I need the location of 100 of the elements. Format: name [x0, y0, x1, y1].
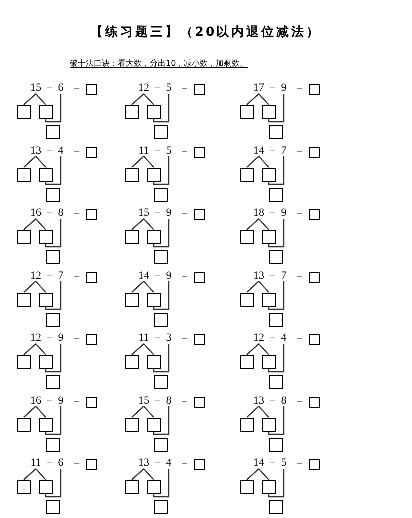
minus-sign: − — [269, 394, 277, 406]
split-box — [39, 105, 53, 119]
bracket-line — [45, 469, 62, 498]
split-line — [144, 468, 154, 480]
minus-sign: − — [154, 144, 162, 156]
equals-sign: = — [73, 457, 81, 469]
minus-sign: − — [46, 82, 54, 94]
equals-sign: = — [181, 394, 189, 406]
minuend-number: 17 — [253, 82, 265, 94]
subtrahend-number: 4 — [57, 144, 65, 156]
subtrahend-number: 5 — [280, 457, 288, 469]
split-line — [144, 406, 154, 418]
split-box — [262, 292, 276, 306]
split-box — [125, 418, 139, 432]
answer-box — [86, 272, 97, 282]
answer-box — [309, 334, 320, 345]
minus-sign: − — [46, 144, 54, 156]
split-line — [132, 406, 144, 418]
split-line — [24, 156, 36, 168]
split-box — [125, 230, 139, 244]
equals-sign: = — [73, 144, 81, 156]
split-box — [39, 292, 53, 306]
answer-box — [86, 146, 97, 158]
subtrahend-number: 6 — [57, 82, 65, 94]
split-box — [147, 168, 161, 182]
split-box — [147, 292, 161, 306]
equals-sign: = — [73, 270, 81, 282]
split-box — [147, 418, 161, 432]
minus-sign: − — [46, 270, 54, 282]
bracket-line — [268, 219, 285, 248]
minus-sign: − — [269, 144, 277, 156]
difference-box — [46, 500, 60, 514]
split-line — [258, 406, 270, 418]
split-box — [39, 480, 53, 494]
subtrahend-number: 5 — [165, 144, 173, 156]
difference-box — [46, 438, 60, 452]
subtrahend-number: 9 — [57, 332, 65, 344]
bracket-line — [45, 156, 62, 186]
split-line — [24, 406, 36, 418]
bracket-line — [268, 282, 285, 310]
bracket-line — [268, 156, 285, 186]
split-line — [258, 281, 270, 293]
minuend-number: 11 — [138, 144, 150, 156]
split-line — [246, 94, 260, 106]
subtrahend-number: 8 — [165, 394, 173, 406]
subtrahend-number: 3 — [165, 332, 173, 344]
minuend-number: 18 — [253, 207, 265, 219]
bracket-line — [45, 344, 62, 373]
split-line — [246, 218, 260, 230]
rule-text: 破十法口诀：看大数，分出10，减小数，加剩数。 — [70, 58, 248, 69]
subtrahend-number: 9 — [280, 207, 288, 219]
subtrahend-number: 9 — [57, 394, 65, 406]
difference-box — [269, 250, 283, 264]
answer-box — [194, 459, 205, 470]
difference-box — [154, 312, 168, 326]
split-box — [240, 230, 254, 244]
answer-box — [309, 396, 320, 408]
split-box — [17, 355, 31, 369]
split-line — [36, 218, 46, 230]
bracket-line — [153, 406, 170, 436]
difference-box — [154, 188, 168, 202]
split-line — [24, 281, 36, 293]
split-box — [262, 480, 276, 494]
split-line — [24, 94, 36, 106]
minus-sign: − — [269, 207, 277, 219]
minuend-number: 14 — [253, 457, 265, 469]
split-box — [125, 105, 139, 119]
split-line — [24, 468, 36, 480]
split-box — [17, 168, 31, 182]
split-box — [17, 292, 31, 306]
answer-box — [309, 146, 320, 158]
minuend-number: 15 — [30, 82, 42, 94]
split-box — [147, 480, 161, 494]
answer-box — [86, 334, 97, 345]
split-line — [258, 156, 270, 168]
subtrahend-number: 8 — [280, 394, 288, 406]
difference-box — [269, 375, 283, 389]
subtrahend-number: 7 — [57, 270, 65, 282]
split-box — [262, 105, 276, 119]
minuend-number: 13 — [138, 457, 150, 469]
split-line — [36, 468, 46, 480]
equals-sign: = — [181, 207, 189, 219]
split-line — [246, 406, 260, 418]
minus-sign: − — [269, 457, 277, 469]
subtrahend-number: 5 — [165, 82, 173, 94]
split-box — [240, 105, 254, 119]
split-line — [132, 468, 144, 480]
answer-box — [309, 84, 320, 95]
subtrahend-number: 8 — [57, 207, 65, 219]
bracket-line — [153, 156, 170, 186]
split-line — [258, 218, 270, 230]
minuend-number: 12 — [253, 332, 265, 344]
equals-sign: = — [181, 332, 189, 344]
equals-sign: = — [296, 207, 304, 219]
equals-sign: = — [181, 144, 189, 156]
minus-sign: − — [269, 270, 277, 282]
split-line — [36, 344, 46, 356]
answer-box — [194, 84, 205, 95]
split-line — [258, 344, 270, 356]
split-box — [17, 105, 31, 119]
